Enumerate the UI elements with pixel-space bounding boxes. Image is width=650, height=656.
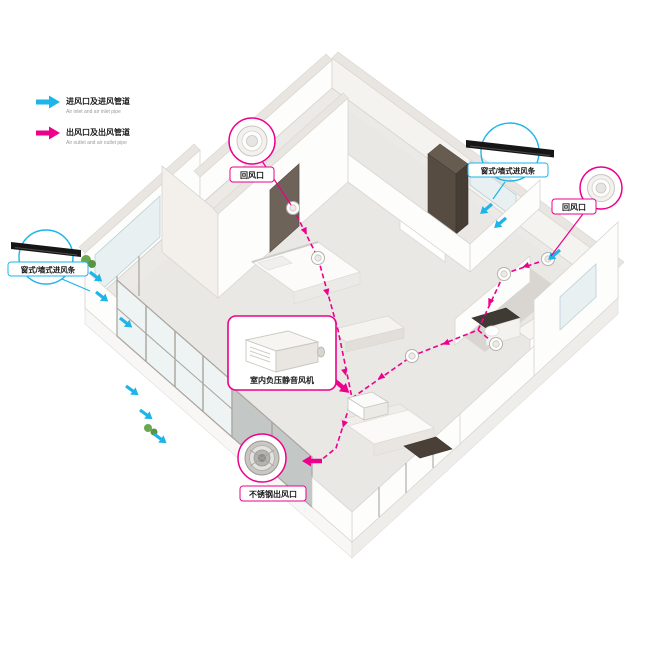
inlet-strip-icon xyxy=(466,140,554,158)
legend-inlet-label: 进风口及进风管道 xyxy=(66,96,130,106)
bed xyxy=(251,241,361,305)
legend-outlet-label: 出风口及出风管道 xyxy=(66,127,130,137)
legend-item-inlet: 进风口及进风管道 Air inlet and air inlet pipe xyxy=(36,95,130,115)
inlet-arrow-icon xyxy=(36,95,60,109)
callout-return-air-top: 回风口 xyxy=(228,117,292,206)
return-air-top-label: 回风口 xyxy=(240,171,264,180)
fan-unit-in-room xyxy=(346,391,390,421)
fan-unit-label: 室内负压静音风机 xyxy=(250,375,314,385)
right-front-window xyxy=(559,263,597,331)
callout-fan-unit: 室内负压静音风机 xyxy=(227,315,353,398)
kitchen-tall-cabinet xyxy=(427,143,469,235)
outlet-arrow-icon xyxy=(36,126,60,140)
callout-return-air-right: 回风口 xyxy=(550,166,623,257)
house-cutaway xyxy=(78,51,625,559)
inlet-strip-left-icon xyxy=(11,242,81,257)
return-air-right-label: 回风口 xyxy=(562,203,586,212)
round-diffuser-icon xyxy=(236,125,268,157)
right-bedroom-partition xyxy=(469,179,541,273)
front-wall-corner xyxy=(311,476,353,543)
left-window-glass xyxy=(94,195,161,297)
doorway xyxy=(269,163,300,253)
mid-furniture xyxy=(251,241,521,353)
callout-inlet-strip-right: 窗式/墙式进风条 xyxy=(466,122,554,200)
tv-cabinet xyxy=(329,315,405,353)
inlet-strip-right-label: 窗式/墙式进风条 xyxy=(481,166,536,176)
inlet-strip-left-circle xyxy=(18,229,74,285)
legend-item-outlet: 出风口及出风管道 Air outlet and air outlet pipe xyxy=(36,126,130,146)
steel-outlet-label: 不锈钢出风口 xyxy=(249,489,297,499)
duct-network xyxy=(286,201,555,462)
legend-outlet-sublabel: Air outlet and air outlet pipe xyxy=(66,140,127,146)
coffee-table xyxy=(403,436,453,459)
legend-inlet-sublabel: Air inlet and air inlet pipe xyxy=(66,109,121,115)
steel-vent-icon xyxy=(244,440,280,476)
round-diffuser-icon-right xyxy=(587,174,615,202)
back-walls xyxy=(78,51,625,316)
callout-inlet-strip-left: 窗式/墙式进风条 xyxy=(7,229,91,292)
legend: 进风口及进风管道 Air inlet and air inlet pipe 出风… xyxy=(36,95,130,146)
callout-steel-outlet: 不锈钢出风口 xyxy=(237,433,322,502)
fan-unit-icon xyxy=(244,330,325,373)
inlet-strip-left-label: 窗式/墙式进风条 xyxy=(21,265,76,275)
